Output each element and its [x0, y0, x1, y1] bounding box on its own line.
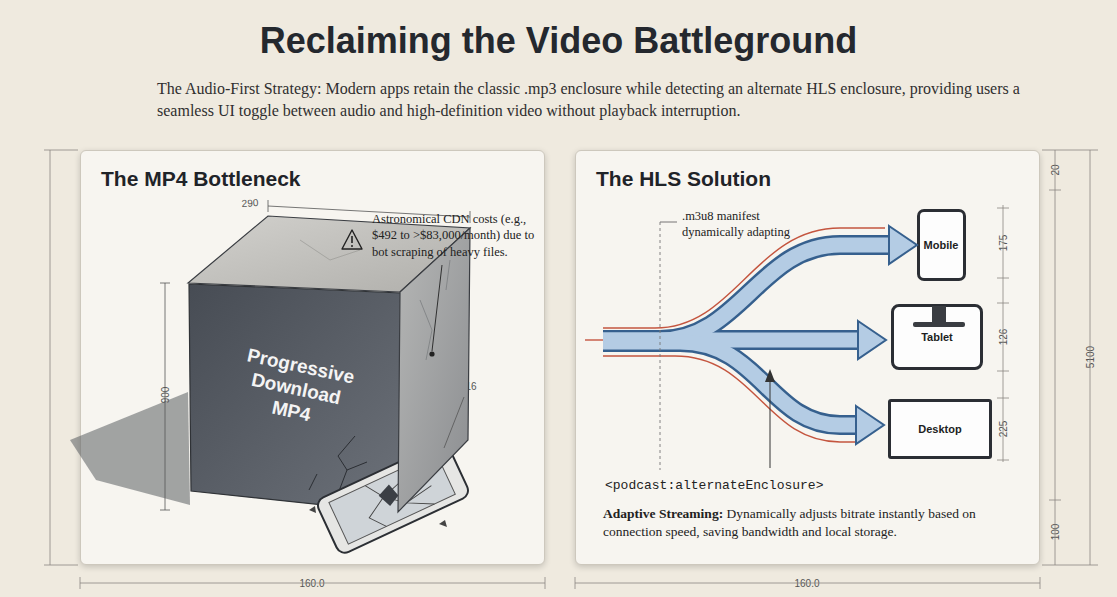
dimension: 290	[239, 197, 260, 209]
xml-tag-wrap: <podcast:alternateEnclosure>	[605, 478, 823, 493]
panel: MobileTabletDesktop The HLS Solution	[575, 150, 1040, 565]
dimension-marks	[160, 200, 470, 510]
dimension-wrap: 290	[239, 197, 260, 209]
device-label: Desktop	[918, 423, 961, 435]
subtitle-wrap: The Audio-First Strategy: Modern apps re…	[157, 78, 1037, 121]
monitor-stand	[913, 306, 965, 327]
device-label: Tablet	[921, 331, 953, 343]
subtitle: The Audio-First Strategy: Modern apps re…	[157, 78, 1037, 121]
concrete-block	[70, 216, 470, 512]
warning-icon	[342, 230, 362, 249]
title-wrap: Reclaiming the Video Battleground	[0, 20, 1117, 62]
emphasis: Adaptive Streaming:	[603, 506, 723, 521]
title: Reclaiming the Video Battleground	[0, 20, 1117, 62]
warning-note: Astronomical CDN costs (e.g., $492 to >$…	[372, 211, 537, 260]
manifest-note: .m3u8 manifest dynamically adapting	[682, 208, 817, 241]
panel-heading: The MP4 Bottleneck	[101, 167, 301, 191]
manifest-leader	[660, 222, 775, 470]
xml-tag: <podcast:alternateEnclosure>	[605, 478, 823, 493]
device-label: Mobile	[924, 239, 959, 251]
panel-heading: The HLS Solution	[596, 167, 771, 191]
desktop-monitor: Desktop	[888, 399, 992, 459]
mobile-device: Mobile	[917, 209, 966, 281]
space	[723, 506, 726, 521]
manifest-note-wrap: .m3u8 manifest dynamically adapting	[682, 208, 817, 241]
cube-face: Progressive Download MP4	[189, 284, 403, 514]
dimension-lines	[44, 150, 1098, 589]
warning-note-wrap: Astronomical CDN costs (e.g., $492 to >$…	[372, 211, 537, 260]
emphasis-wrap: Adaptive Streaming: Dynamically adjusts …	[603, 505, 1013, 541]
stream-bands	[585, 226, 917, 444]
leader-line	[429, 265, 442, 357]
